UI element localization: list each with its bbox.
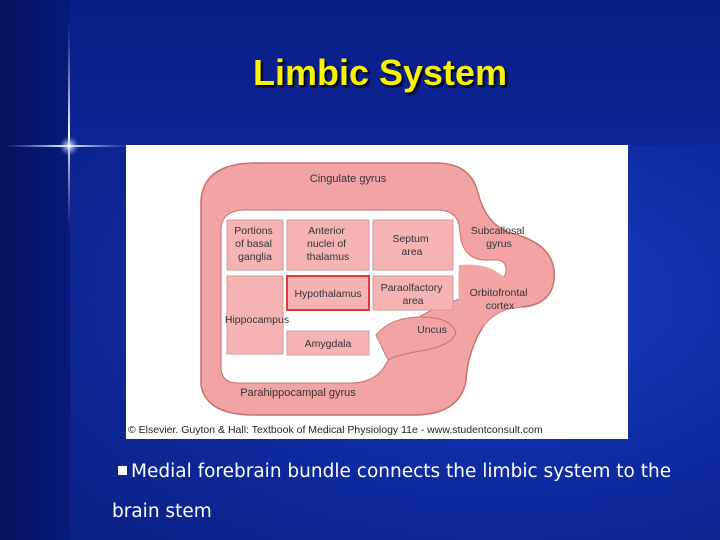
label-uncus: Uncus [417, 324, 447, 336]
basal-ganglia-box [226, 219, 284, 271]
limbic-diagram: Cingulate gyrus Portions of basal gangli… [200, 162, 556, 416]
hypothalamus-box [286, 275, 370, 311]
label-cingulate-gyrus: Cingulate gyrus [310, 173, 387, 185]
anterior-thalamus-box [286, 219, 370, 271]
slide-title: Limbic System [252, 52, 508, 93]
label-orbitofrontal-cortex: Orbitofrontal cortex [470, 287, 531, 312]
label-subcallosal-gyrus: Subcallosal gyrus [471, 225, 528, 250]
slide-header-band [0, 0, 720, 145]
figure-credit: © Elsevier. Guyton & Hall: Textbook of M… [128, 424, 543, 436]
label-parahippocampal-gyrus: Parahippocampal gyrus [240, 387, 356, 399]
square-bullet-icon [118, 466, 127, 475]
label-amygdala: Amygdala [305, 338, 352, 350]
label-septum-area: Septum area [392, 233, 431, 258]
septum-box [372, 219, 454, 271]
label-basal-ganglia: Portions of basal ganglia [234, 225, 275, 263]
label-hypothalamus: Hypothalamus [294, 288, 361, 300]
amygdala-box [286, 330, 370, 356]
uncus-region [375, 316, 457, 361]
label-anterior-thalamus: Anterior nuclei of thalamus [307, 225, 350, 263]
bullet-item: Medial forebrain bundle connects the lim… [112, 452, 702, 532]
bullet-text: Medial forebrain bundle connects the lim… [112, 461, 672, 522]
label-paraolfactory-area: Paraolfactory area [381, 282, 446, 307]
label-hippocampus: Hippocampus [225, 314, 289, 326]
orbitofrontal-region [458, 264, 521, 340]
sparkle-decoration [5, 20, 130, 230]
limbic-diagram-figure: Cingulate gyrus Portions of basal gangli… [126, 145, 628, 439]
hippocampus-box [226, 275, 284, 355]
slide-left-band [0, 0, 70, 540]
paraolfactory-box [372, 275, 454, 311]
